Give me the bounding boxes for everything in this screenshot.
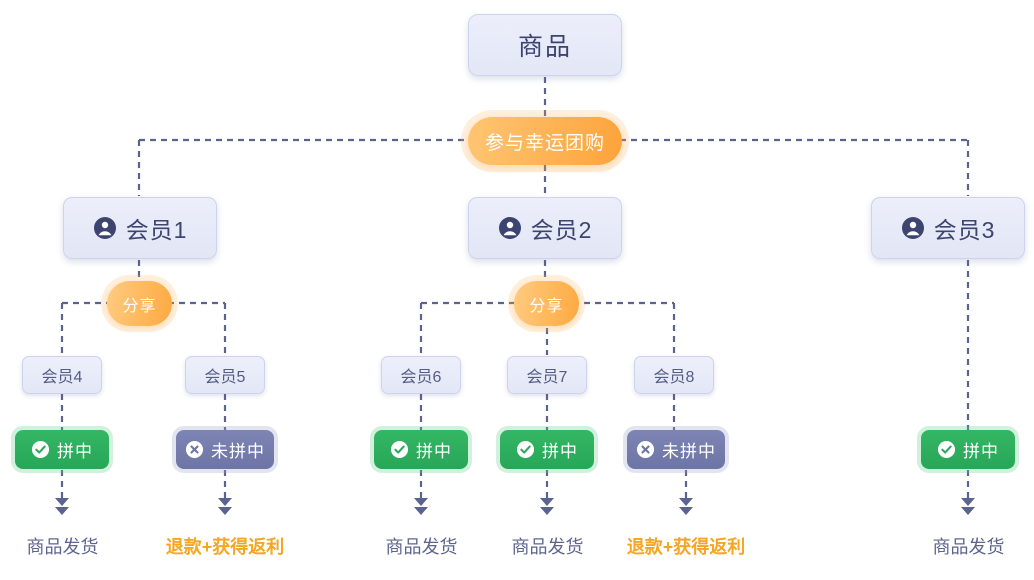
node-member-3[interactable]: 会员3 — [871, 197, 1025, 259]
node-submember-8[interactable]: 会员8 — [634, 356, 714, 394]
status-badge-member-6-label: 拼中 — [416, 442, 452, 461]
node-submember-5[interactable]: 会员5 — [185, 356, 265, 394]
node-member-1-label: 会员1 — [125, 217, 188, 243]
x-circle-icon — [636, 440, 655, 459]
node-submember-7-label: 会员7 — [526, 369, 568, 386]
status-badge-member-5-label: 未拼中 — [211, 442, 265, 461]
node-submember-6[interactable]: 会员6 — [381, 356, 461, 394]
node-join-group-buy-label: 参与幸运团购 — [484, 132, 605, 154]
node-share-member-2[interactable]: 分享 — [514, 281, 579, 326]
status-badge-member-8[interactable]: 未拼中 — [627, 430, 725, 469]
node-member-2[interactable]: 会员2 — [468, 197, 622, 259]
status-badge-member-3[interactable]: 拼中 — [921, 430, 1015, 469]
check-circle-icon — [390, 440, 409, 459]
terminal-member-5: 退款+获得返利 — [140, 530, 310, 562]
status-badge-member-3-label: 拼中 — [963, 442, 999, 461]
person-icon — [93, 216, 117, 240]
person-icon — [498, 216, 522, 240]
node-join-group-buy[interactable]: 参与幸运团购 — [468, 117, 622, 165]
node-submember-7[interactable]: 会员7 — [507, 356, 587, 394]
status-badge-member-8-label: 未拼中 — [662, 442, 716, 461]
node-product-label: 商品 — [517, 33, 572, 61]
node-submember-4-label: 会员4 — [41, 369, 83, 386]
node-submember-4[interactable]: 会员4 — [22, 356, 102, 394]
person-icon — [901, 216, 925, 240]
node-product[interactable]: 商品 — [468, 14, 622, 76]
check-circle-icon — [516, 440, 535, 459]
x-circle-icon — [185, 440, 204, 459]
node-member-1[interactable]: 会员1 — [63, 197, 217, 259]
status-badge-member-7-label: 拼中 — [542, 442, 578, 461]
status-badge-member-5[interactable]: 未拼中 — [176, 430, 274, 469]
terminal-member-4: 商品发货 — [0, 530, 125, 562]
node-submember-5-label: 会员5 — [204, 369, 246, 386]
status-badge-member-7[interactable]: 拼中 — [500, 430, 594, 469]
terminal-member-6-label: 商品发货 — [385, 537, 458, 557]
terminal-member-8: 退款+获得返利 — [601, 530, 771, 562]
node-member-3-label: 会员3 — [933, 217, 996, 243]
node-share-member-1[interactable]: 分享 — [107, 281, 172, 326]
status-badge-member-6[interactable]: 拼中 — [374, 430, 468, 469]
terminal-member-3-label: 商品发货 — [932, 537, 1005, 557]
node-member-2-label: 会员2 — [530, 217, 593, 243]
terminal-member-5-label: 退款+获得返利 — [165, 537, 285, 557]
terminal-member-7: 商品发货 — [485, 530, 610, 562]
terminal-member-8-label: 退款+获得返利 — [626, 537, 746, 557]
terminal-member-3: 商品发货 — [906, 530, 1031, 562]
node-share-member-2-label: 分享 — [529, 297, 564, 315]
status-badge-member-4[interactable]: 拼中 — [15, 430, 109, 469]
node-submember-6-label: 会员6 — [400, 369, 442, 386]
status-badge-member-4-label: 拼中 — [57, 442, 93, 461]
terminal-member-7-label: 商品发货 — [511, 537, 584, 557]
check-circle-icon — [937, 440, 956, 459]
node-submember-8-label: 会员8 — [653, 369, 695, 386]
terminal-member-6: 商品发货 — [359, 530, 484, 562]
terminal-member-4-label: 商品发货 — [26, 537, 99, 557]
check-circle-icon — [31, 440, 50, 459]
node-share-member-1-label: 分享 — [122, 297, 157, 315]
